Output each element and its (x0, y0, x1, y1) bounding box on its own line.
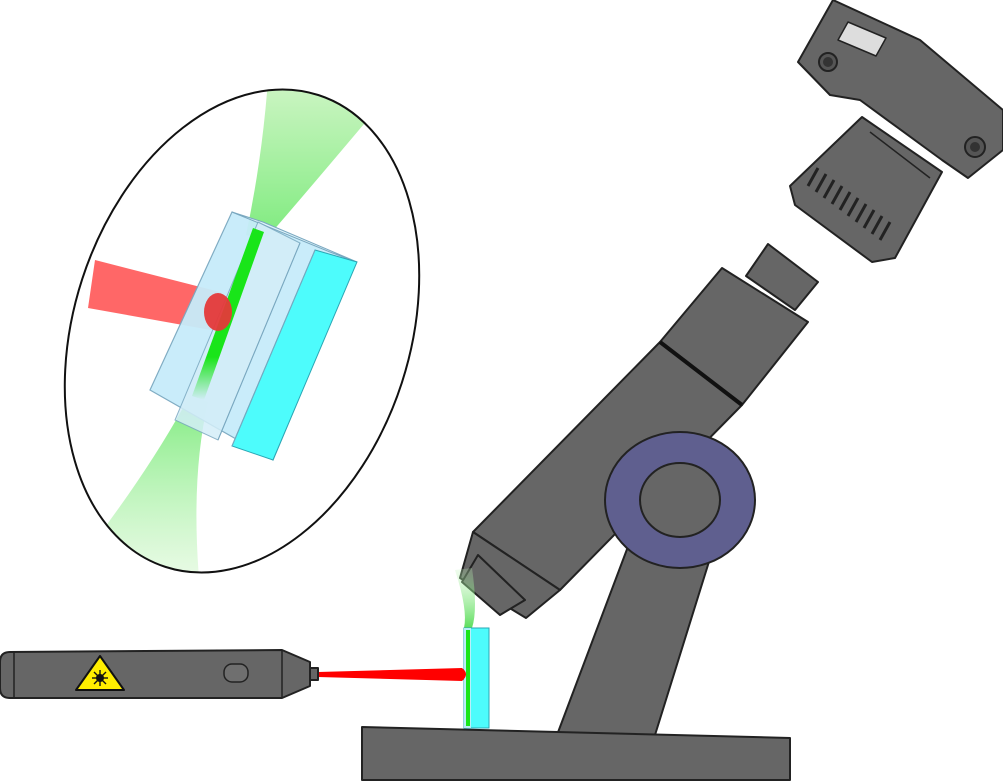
inset-cuvette (150, 212, 357, 460)
laser-aperture (310, 668, 318, 680)
laser-button[interactable] (224, 664, 248, 682)
microscope-base (362, 727, 790, 780)
camera (790, 0, 1003, 262)
sample-setup (318, 568, 489, 728)
microscope (362, 244, 818, 780)
focus-knob-inner (640, 463, 720, 537)
laser-beam (318, 668, 466, 681)
laser-pointer[interactable] (0, 650, 318, 698)
emission-fan-top (246, 80, 380, 240)
magnified-inset (6, 43, 479, 619)
laser-pointer-body (0, 650, 310, 698)
emission-cone (455, 568, 475, 628)
